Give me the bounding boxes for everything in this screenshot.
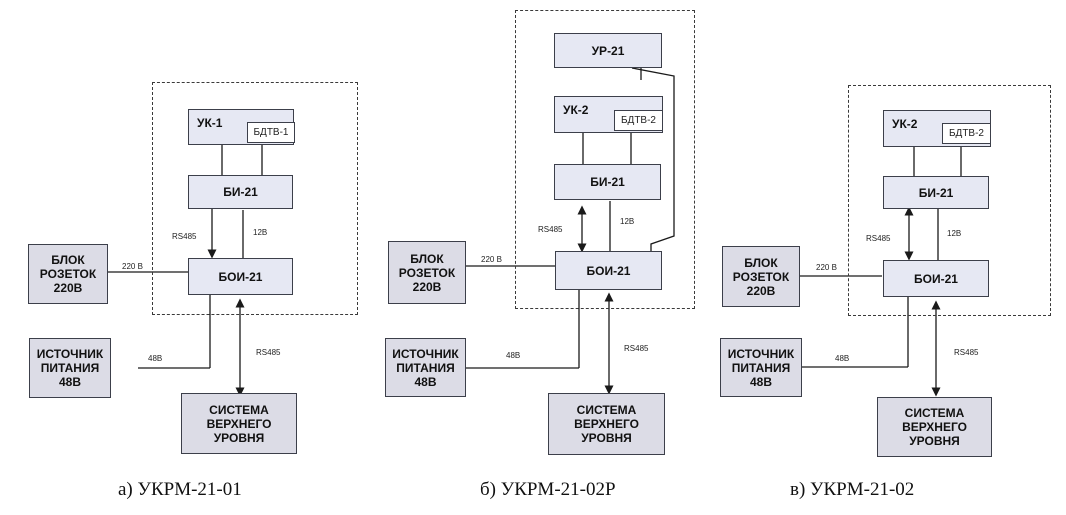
diagram-c-bdtv-block: БДТВ-2 bbox=[942, 123, 991, 144]
diagram-c-rs485-left-label: RS485 bbox=[866, 234, 891, 243]
diagram-c-12v-label: 12В bbox=[947, 229, 962, 238]
diagram-c-rozetok-block: БЛОК РОЗЕТОК 220В bbox=[722, 246, 800, 307]
diagram-b-rs485-left-label: RS485 bbox=[538, 225, 563, 234]
diagram-a-uk-label: УК-1 bbox=[197, 116, 223, 130]
diagram-a-sistema-label: СИСТЕМА ВЕРХНЕГО УРОВНЯ bbox=[206, 402, 272, 445]
diagram-b-rozetok-block: БЛОК РОЗЕТОК 220В bbox=[388, 241, 466, 304]
diagram-c-48v-label: 48В bbox=[835, 354, 850, 363]
diagram-b-bi-label: БИ-21 bbox=[590, 175, 625, 189]
diagram-c-sistema-label: СИСТЕМА ВЕРХНЕГО УРОВНЯ bbox=[902, 406, 967, 448]
diagram-b-enclosure bbox=[515, 10, 695, 309]
diagram-a-rs485-left-label: RS485 bbox=[172, 232, 197, 241]
diagram-c-220v-label: 220 В bbox=[816, 263, 837, 272]
diagram-c-bi-block: БИ-21 bbox=[883, 176, 989, 209]
diagram-a-bi-block: БИ-21 bbox=[188, 175, 293, 209]
diagram-a-caption: а) УКРМ-21-01 bbox=[118, 479, 242, 500]
diagram-b-boi-block: БОИ-21 bbox=[555, 251, 662, 290]
diagram-c-istochnik-block: ИСТОЧНИК ПИТАНИЯ 48В bbox=[720, 338, 802, 397]
diagram-c-sistema-block: СИСТЕМА ВЕРХНЕГО УРОВНЯ bbox=[877, 397, 992, 457]
diagram-b-sistema-block: СИСТЕМА ВЕРХНЕГО УРОВНЯ bbox=[548, 393, 665, 455]
diagram-b-rs485-right-label: RS485 bbox=[624, 344, 649, 353]
diagram-b-220v-label: 220 В bbox=[481, 255, 502, 264]
diagram-b-rozetok-label: БЛОК РОЗЕТОК 220В bbox=[398, 251, 456, 294]
diagram-c-rs485-right-label: RS485 bbox=[954, 348, 979, 357]
diagram-a-enclosure bbox=[152, 82, 358, 315]
diagram-b-istochnik-label: ИСТОЧНИК ПИТАНИЯ 48В bbox=[392, 346, 459, 389]
diagram-c-boi-block: БОИ-21 bbox=[883, 260, 989, 297]
diagram-b-12v-label: 12В bbox=[620, 217, 635, 226]
diagram-b-istochnik-block: ИСТОЧНИК ПИТАНИЯ 48В bbox=[385, 338, 466, 397]
diagram-a-12v-label: 12В bbox=[253, 228, 268, 237]
diagram-b-bi-block: БИ-21 bbox=[554, 164, 661, 200]
diagram-c-istochnik-label: ИСТОЧНИК ПИТАНИЯ 48В bbox=[727, 346, 795, 389]
diagram-c-uk-label: УК-2 bbox=[892, 117, 918, 131]
diagram-a-bdtv-label: БДТВ-1 bbox=[253, 127, 289, 138]
diagram-a-rs485-right-label: RS485 bbox=[256, 348, 281, 357]
diagram-a-istochnik-label: ИСТОЧНИК ПИТАНИЯ 48В bbox=[36, 347, 104, 389]
diagram-a-istochnik-block: ИСТОЧНИК ПИТАНИЯ 48В bbox=[29, 338, 111, 398]
diagram-a-220v-label: 220 В bbox=[122, 262, 143, 271]
diagram-b-bdtv-block: БДТВ-2 bbox=[614, 110, 663, 131]
diagram-c-bi-label: БИ-21 bbox=[918, 185, 954, 200]
diagram-b-ur-label: УР-21 bbox=[591, 43, 625, 58]
diagram-b-boi-label: БОИ-21 bbox=[586, 263, 631, 278]
diagram-a-bi-label: БИ-21 bbox=[223, 185, 258, 199]
diagram-a-sistema-block: СИСТЕМА ВЕРХНЕГО УРОВНЯ bbox=[181, 393, 297, 454]
diagram-b-uk-label: УК-2 bbox=[563, 103, 589, 117]
diagram-b-sistema-label: СИСТЕМА ВЕРХНЕГО УРОВНЯ bbox=[574, 403, 639, 445]
diagram-a-bdtv-block: БДТВ-1 bbox=[247, 122, 295, 143]
diagram-c-caption: в) УКРМ-21-02 bbox=[790, 479, 915, 500]
diagram-b-48v-label: 48В bbox=[506, 351, 521, 360]
diagram-a-boi-block: БОИ-21 bbox=[188, 258, 293, 295]
diagram-b-caption: б) УКРМ-21-02Р bbox=[480, 479, 616, 500]
diagram-c-boi-label: БОИ-21 bbox=[914, 271, 958, 286]
diagram-a-boi-label: БОИ-21 bbox=[218, 269, 263, 284]
diagram-b-bdtv-label: БДТВ-2 bbox=[620, 115, 656, 126]
diagram-b-ur-block: УР-21 bbox=[554, 33, 662, 68]
diagram-a-rozetok-label: БЛОК РОЗЕТОК 220В bbox=[39, 253, 97, 295]
diagram-a-rozetok-block: БЛОК РОЗЕТОК 220В bbox=[28, 244, 108, 304]
diagram-c-enclosure bbox=[848, 85, 1051, 316]
diagram-c-rozetok-label: БЛОК РОЗЕТОК 220В bbox=[732, 255, 790, 298]
diagram-c-bdtv-label: БДТВ-2 bbox=[948, 128, 984, 139]
diagram-a-48v-label: 48В bbox=[148, 354, 163, 363]
